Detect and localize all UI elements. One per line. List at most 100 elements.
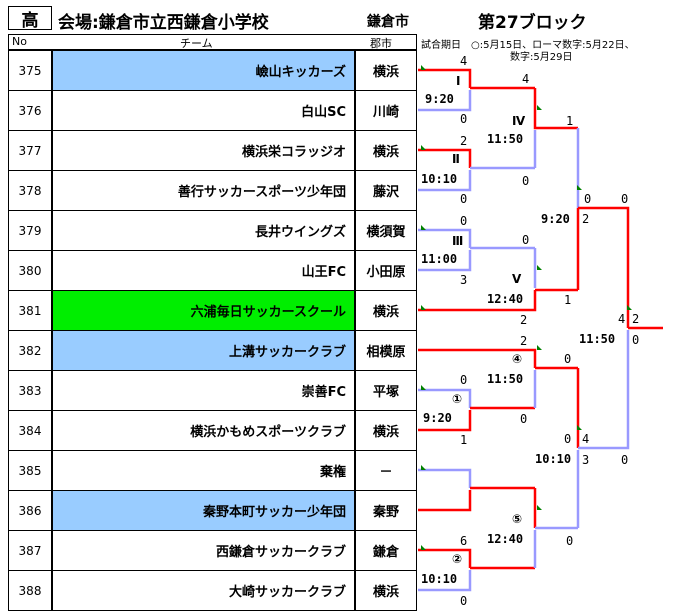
match-time-r3-top: 9:20 [541,212,570,226]
score: 0 [566,534,574,548]
match-label-III: Ⅲ [452,234,464,248]
score: 0 [522,233,530,247]
score: 2 [520,334,528,348]
score: 0 [522,174,530,188]
score: 2 [582,212,590,226]
seg-376 [418,90,472,112]
comment-marker-icon [421,65,426,70]
score: 0 [460,594,468,608]
score: 0 [564,432,572,446]
seg-385 [418,468,472,488]
match-time-II: 10:10 [421,172,458,186]
seg-382 [418,348,537,368]
score: 1 [566,114,574,128]
seg-379 [418,228,472,248]
team-city: 横浜 [355,570,417,611]
seg-377 [418,148,472,168]
score: 3 [460,273,468,287]
schedule-note-line2: 数字:5月29日 [510,52,573,63]
column-header-team: チーム [180,37,213,50]
schedule-note-line1: 試合期日 ○:5月15日、ローマ数字:5月22日、 [421,40,635,51]
match-time-2: 10:10 [421,572,458,586]
match-time-5: 12:40 [487,532,524,546]
score: 3 [582,453,590,467]
seg-381 [418,290,537,312]
team-name: 横浜かもめスポーツクラブ [52,410,355,451]
score: 2 [460,134,468,148]
match-time-1: 9:20 [423,411,452,425]
match-label-5: ⑤ [512,512,523,526]
venue-title: 会場:鎌倉市立西鎌倉小学校 [58,13,269,33]
team-name: 長井ウイングズ [52,210,355,251]
match-label-1: ① [452,392,463,406]
score: 0 [584,192,592,206]
team-name: 六浦毎日サッカースクール [52,290,355,331]
seg-380 [418,250,472,272]
team-name: 上溝サッカークラブ [52,330,355,371]
team-name: 秦野本町サッカー少年団 [52,490,355,531]
column-header-no: No [12,35,27,48]
team-name: 山王FC [52,250,355,291]
score: 0 [621,192,629,206]
score: 2 [632,312,640,326]
score: 1 [460,433,468,447]
score: 0 [632,333,640,347]
match-time-r3-bottom: 10:10 [535,452,572,466]
match-label-I: Ⅰ [456,74,461,88]
match-time-V: 12:40 [487,292,524,306]
comment-marker-icon [537,105,542,110]
seg-r3u-out [578,206,630,328]
match-time-IV: 11:50 [487,132,524,146]
match-label-IV: Ⅳ [512,114,526,128]
score: 0 [460,112,468,126]
match-label-2: ② [452,552,463,566]
comment-marker-icon [537,345,542,350]
score: 4 [582,432,590,446]
team-name: 善行サッカースポーツ少年団 [52,170,355,211]
seg-IV-top [533,88,578,130]
category-label: 高 [21,10,39,31]
score: 0 [520,412,528,426]
seg-375 [418,68,472,88]
score: 1 [564,293,572,307]
comment-marker-icon [627,305,632,310]
block-title: 第27ブロック [478,13,587,33]
comment-marker-icon [421,385,426,390]
score: 4 [522,72,530,86]
score: 0 [460,192,468,206]
team-number: 388 [8,570,52,611]
seg-388 [418,570,472,592]
host-city: 鎌倉市 [367,14,409,30]
comment-marker-icon [537,265,542,270]
comment-marker-icon [421,465,426,470]
column-header-row [8,34,417,50]
score: 0 [621,453,629,467]
score: 0 [564,352,572,366]
seg-383 [418,388,472,408]
score: 2 [520,313,528,327]
match-time-I: 9:20 [425,92,454,106]
team-name: 大崎サッカークラブ [52,570,355,611]
match-time-4: 11:50 [487,372,524,386]
seg-378 [418,170,472,192]
match-time-III: 11:00 [421,252,458,266]
team-name: 崇善FC [52,370,355,411]
score: 6 [460,534,468,548]
seg-387 [418,548,472,568]
comment-marker-icon [421,545,426,550]
match-label-V: Ⅴ [512,272,522,286]
match-label-II: Ⅱ [452,152,460,166]
seg-r3l-out [578,330,630,450]
seg-386 [418,490,472,512]
seg-384 [418,410,472,432]
category-badge: 高 [8,6,52,31]
team-name: 白山SC [52,90,355,131]
column-header-city: 郡市 [370,37,392,50]
comment-marker-icon [577,185,582,190]
comment-marker-icon [421,225,426,230]
comment-marker-icon [421,145,426,150]
score: 4 [460,54,468,68]
score: 0 [460,214,468,228]
score: 0 [460,373,468,387]
